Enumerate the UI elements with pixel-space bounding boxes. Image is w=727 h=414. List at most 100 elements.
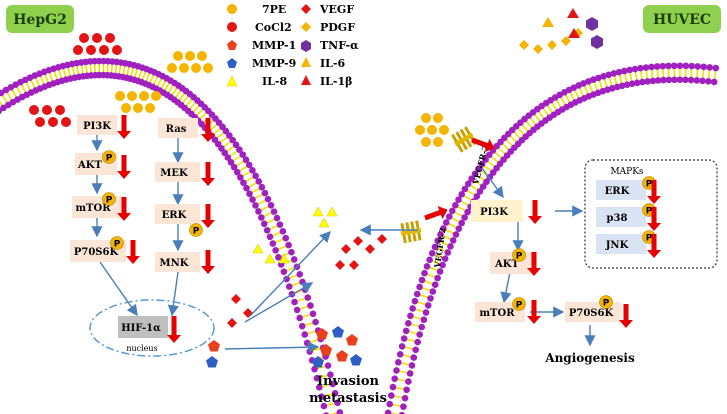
nucleus-outline bbox=[89, 299, 215, 357]
legend-mmp9-symbol bbox=[227, 58, 237, 68]
huvec-node-pi3k-label: PI3K bbox=[480, 207, 508, 218]
down-arrow-icon bbox=[527, 252, 541, 276]
node-hif1a-label: HIF-1α bbox=[121, 323, 161, 334]
down-arrow-icon bbox=[647, 234, 661, 258]
nucleus-label: nucleus bbox=[126, 344, 157, 353]
legend-il6: IL-6 bbox=[320, 57, 345, 70]
legend-vegf-symbol bbox=[301, 4, 311, 14]
down-arrow-icon bbox=[647, 207, 661, 231]
mapks-title: MAPKs bbox=[610, 167, 643, 177]
legend-tnfa: TNF-α bbox=[320, 39, 359, 52]
phospho-label: P bbox=[114, 240, 121, 250]
node-ras bbox=[158, 118, 198, 138]
mapk-node-jnk-label: JNK bbox=[605, 240, 629, 251]
phospho-label: P bbox=[646, 180, 653, 190]
down-arrow-icon bbox=[201, 250, 215, 274]
vegf-particles bbox=[227, 234, 387, 328]
down-arrow-icon bbox=[528, 200, 542, 224]
huvec-label-box: HUVEC bbox=[643, 5, 721, 33]
legend: 7PE VEGF CoCl2 PDGF MMP-1 TNF-α MMP-9 IL… bbox=[226, 3, 359, 88]
legend-pdgf-symbol bbox=[301, 22, 311, 32]
7pe-particles bbox=[115, 51, 449, 147]
down-arrow-icon bbox=[117, 197, 131, 221]
inhibition-arrow-icon bbox=[471, 137, 495, 153]
legend-il8-symbol bbox=[226, 75, 238, 87]
node-mnk-label: MNK bbox=[160, 258, 189, 269]
node-ras-label: Ras bbox=[166, 124, 187, 135]
legend-il1b-symbol bbox=[301, 75, 311, 85]
node-pi3k-label: PI3K bbox=[83, 121, 111, 132]
node-pi3k bbox=[77, 115, 117, 135]
huvec-node-mtor-label: mTOR bbox=[479, 308, 515, 319]
node-erk-label: ERK bbox=[162, 210, 187, 221]
phospho-label: P bbox=[516, 301, 523, 311]
angiogenesis-label: Angiogenesis bbox=[544, 351, 635, 365]
down-arrow-icon bbox=[619, 304, 633, 328]
down-arrow-icon bbox=[201, 204, 215, 228]
phospho-label: P bbox=[106, 154, 113, 164]
legend-tnfa-symbol bbox=[301, 40, 311, 52]
huvec-arrows bbox=[359, 167, 596, 347]
phospho-label: P bbox=[646, 234, 653, 244]
mmp-particles bbox=[206, 326, 362, 368]
inhibition-arrow-icon bbox=[424, 205, 448, 221]
phospho-badge: P bbox=[189, 223, 203, 237]
legend-mmp1: MMP-1 bbox=[252, 39, 296, 52]
phospho-badge: P bbox=[512, 297, 526, 311]
phospho-badge: P bbox=[512, 248, 526, 262]
legend-cocl2: CoCl2 bbox=[255, 21, 292, 34]
down-arrow-icon bbox=[647, 180, 661, 204]
legend-mmp1-symbol bbox=[227, 40, 237, 50]
huvec-node-mtor bbox=[475, 302, 525, 322]
legend-pdgf: PDGF bbox=[320, 21, 355, 34]
phospho-label: P bbox=[516, 252, 523, 262]
phospho-badge: P bbox=[110, 236, 124, 250]
mapk-node-erk bbox=[596, 180, 646, 200]
phospho-badge: P bbox=[102, 192, 116, 206]
node-akt-label: AKT bbox=[77, 160, 102, 171]
down-arrow-icon bbox=[527, 300, 541, 324]
mapk-node-jnk bbox=[596, 234, 646, 254]
huvec-node-p70s6k-label: P70S6K bbox=[569, 308, 614, 319]
down-arrow-icon bbox=[201, 162, 215, 186]
hepg2-membrane bbox=[0, 57, 344, 414]
downregulation-arrows bbox=[117, 115, 661, 343]
mapk-node-p38 bbox=[596, 207, 646, 227]
node-mek-label: MEK bbox=[160, 168, 188, 179]
down-arrow-icon bbox=[167, 316, 181, 343]
down-arrow-icon bbox=[117, 115, 131, 139]
hepg2-label: HepG2 bbox=[13, 12, 67, 28]
down-arrow-icon bbox=[201, 118, 215, 142]
huvec-label: HUVEC bbox=[653, 12, 711, 28]
legend-mmp9: MMP-9 bbox=[252, 57, 296, 70]
node-erk bbox=[155, 204, 200, 224]
legend-vegf: VEGF bbox=[319, 3, 354, 16]
phospho-label: P bbox=[106, 196, 113, 206]
cell-membranes bbox=[0, 57, 720, 414]
phospho-label: P bbox=[603, 299, 610, 309]
down-arrow-icon bbox=[117, 155, 131, 179]
phospho-label: P bbox=[646, 207, 653, 217]
legend-7pe: 7PE bbox=[262, 3, 286, 16]
invasion-label: Invasion bbox=[317, 374, 379, 389]
legend-il8: IL-8 bbox=[262, 75, 287, 88]
hepg2-ras-branch: Ras MEK ERK MNK bbox=[155, 118, 200, 272]
cytokine-particles-huvec bbox=[542, 8, 603, 49]
huvec-membrane bbox=[384, 62, 720, 414]
vegfr2-label-lower: VEGFR-2 bbox=[432, 227, 448, 269]
cocl2-particles bbox=[29, 33, 122, 127]
node-mek bbox=[155, 162, 200, 182]
node-hif1a bbox=[118, 316, 168, 338]
hepg2-label-box: HepG2 bbox=[6, 5, 74, 33]
down-arrow-icon bbox=[126, 240, 140, 264]
metastasis-label: metastasis bbox=[309, 391, 387, 406]
vegfr2-receptor-lower bbox=[400, 220, 422, 244]
legend-7pe-symbol bbox=[227, 4, 237, 14]
mapks-box: MAPKs ERK p38 JNK bbox=[584, 159, 718, 269]
node-p70s6k-label: P70S6K bbox=[74, 247, 119, 258]
phospho-badge: P bbox=[102, 150, 116, 164]
huvec-node-pi3k bbox=[471, 200, 523, 222]
legend-il1b: IL-1β bbox=[320, 75, 352, 88]
